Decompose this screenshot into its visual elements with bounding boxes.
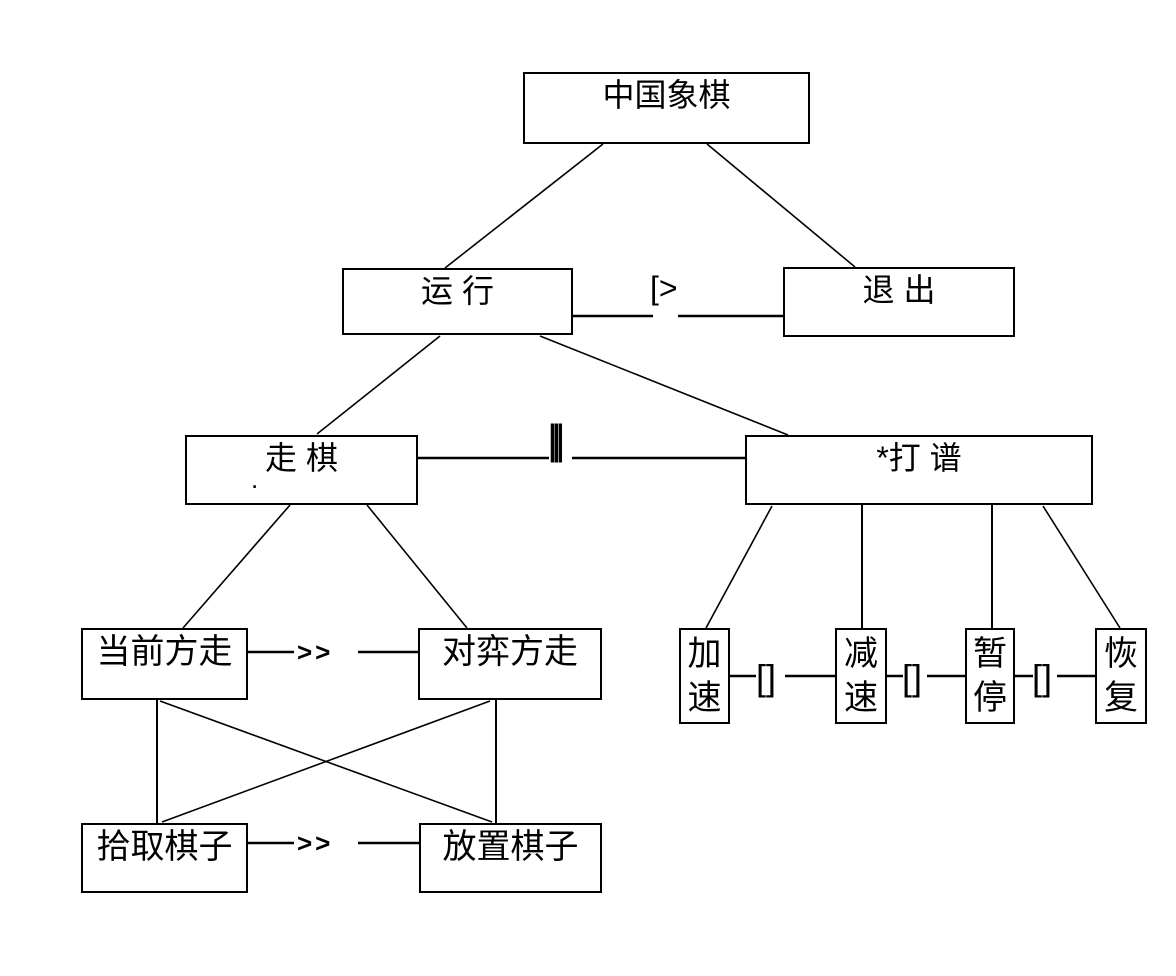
connector-label-bracket-1: [] — [756, 657, 777, 698]
edge-move-opponent — [366, 504, 468, 629]
node-opponent-side-move: 对弈方走 — [418, 628, 602, 700]
connector-label-bracket-2: [] — [902, 657, 923, 698]
stray-dot: . — [251, 464, 259, 494]
node-resume: 恢复 — [1095, 628, 1147, 724]
edge-run-move — [316, 335, 441, 435]
edge-run-replay — [539, 335, 789, 436]
edge-root-run — [444, 143, 604, 269]
node-speed-up: 加速 — [679, 628, 730, 724]
node-pause: 暂停 — [965, 628, 1015, 724]
connector-label-bracket-3: [] — [1032, 657, 1053, 698]
node-move-chess: 走 棋 — [185, 435, 418, 505]
connector-label-move-manual: ||| — [547, 416, 566, 463]
node-place-piece: 放置棋子 — [419, 823, 602, 893]
connector-label-pick-place: >> — [297, 828, 334, 858]
edge-move-current — [182, 504, 291, 629]
edge-root-exit — [706, 143, 856, 268]
node-run: 运 行 — [342, 268, 573, 335]
node-play-manual: *打 谱 — [745, 435, 1093, 505]
node-pick-up-piece: 拾取棋子 — [81, 823, 248, 893]
node-current-side-move: 当前方走 — [81, 628, 248, 700]
edge-opponent-pick — [161, 700, 491, 823]
node-chinese-chess: 中国象棋 — [523, 72, 810, 144]
edge-replay-speedup — [705, 505, 773, 629]
node-slow-down: 减速 — [835, 628, 887, 724]
connector-label-current-opponent: >> — [297, 637, 334, 667]
connector-label-run-exit: [> — [650, 270, 678, 306]
edge-replay-resume — [1042, 505, 1121, 629]
node-exit: 退 出 — [783, 267, 1015, 337]
